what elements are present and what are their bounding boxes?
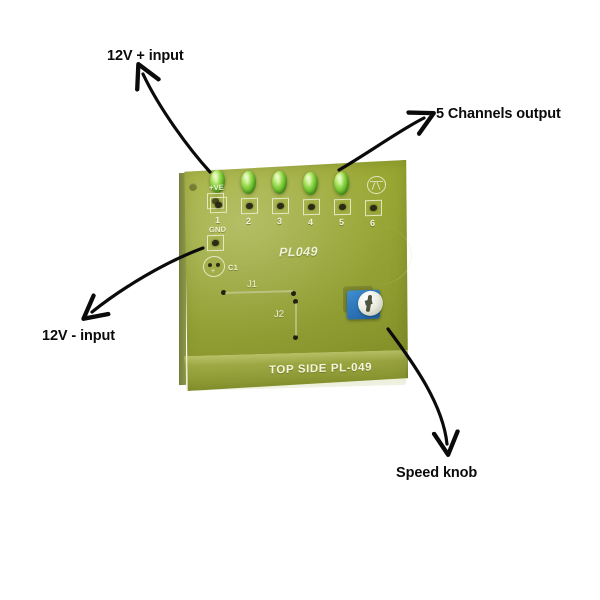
capacitor-polarity-mark: + (211, 267, 216, 276)
jumper-2-wire (294, 302, 297, 337)
annotation-5-channels-output: 5 Channels output (436, 106, 561, 122)
silk-label-j1: J1 (247, 278, 258, 291)
silk-label-j2: J2 (274, 308, 285, 321)
pad-hole (277, 202, 284, 210)
speed-knob-potentiometer[interactable] (343, 285, 385, 322)
pad-hole (339, 203, 346, 211)
pad-2 (241, 197, 258, 214)
silk-label-pl049: PL049 (279, 244, 318, 260)
pad-3 (272, 197, 289, 215)
pad-number-2: 2 (246, 215, 252, 226)
pad-hole (212, 239, 219, 247)
pad-number-1: 1 (215, 214, 221, 226)
pcb-board: +VE GND + C1 1 2 3 4 5 6 PL049 (179, 163, 416, 388)
pad-ground (207, 234, 224, 252)
annotation-12v-plus-input: 12V + input (107, 48, 184, 64)
pad-6 (365, 199, 382, 216)
annotation-12v-minus-input: 12V - input (42, 328, 116, 344)
pad-hole (370, 204, 377, 211)
annotation-speed-knob: Speed knob (396, 465, 478, 481)
pad-number-5: 5 (339, 216, 345, 228)
pad-number-3: 3 (277, 215, 283, 227)
led-4 (302, 171, 319, 195)
capacitor-hole-a (208, 263, 212, 268)
pad-number-4: 4 (308, 216, 314, 227)
pad-1 (210, 196, 227, 214)
pad-hole (215, 201, 222, 209)
led-2 (240, 170, 257, 194)
silk-label-c1: C1 (228, 262, 238, 273)
silk-label-positive: +VE (209, 182, 224, 193)
pad-hole (308, 203, 315, 210)
pad-number-6: 6 (370, 217, 376, 228)
pad-hole (246, 202, 253, 209)
pad-4 (303, 198, 320, 215)
pad-5 (334, 198, 351, 216)
capacitor-hole-b (216, 262, 220, 267)
arrow-12v-plus-input (143, 74, 212, 174)
silk-label-ground: GND (209, 224, 227, 235)
